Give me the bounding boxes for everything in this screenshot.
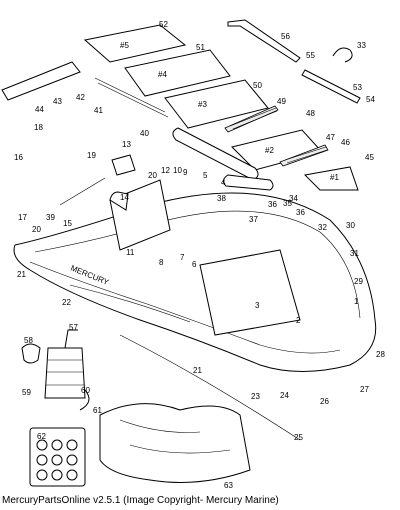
callout-14: 14 bbox=[120, 193, 129, 202]
callout-13: 13 bbox=[122, 140, 131, 149]
callout-50: 50 bbox=[253, 81, 262, 90]
stringer-41[interactable] bbox=[94, 77, 169, 118]
stringer-39[interactable] bbox=[59, 177, 106, 206]
callout-26: 26 bbox=[320, 397, 329, 406]
rail-47[interactable] bbox=[279, 144, 329, 167]
seat-board[interactable] bbox=[1, 61, 81, 101]
callout-27: 27 bbox=[360, 385, 369, 394]
callout-4: 4 bbox=[221, 178, 226, 187]
callout-29: 29 bbox=[354, 277, 363, 286]
callout-17: 17 bbox=[18, 213, 27, 222]
callout-54: 54 bbox=[366, 95, 375, 104]
boat-hull[interactable]: MERCURY bbox=[13, 192, 377, 372]
callout-3: 3 bbox=[255, 301, 260, 310]
callout-18: 18 bbox=[34, 123, 43, 132]
callout-16: 16 bbox=[14, 153, 23, 162]
callout-34: 34 bbox=[289, 194, 298, 203]
callout-47: 47 bbox=[326, 133, 335, 142]
floorboard-label: #1 bbox=[330, 173, 339, 182]
floorboard-label: #5 bbox=[120, 41, 129, 50]
foot-pump[interactable] bbox=[44, 329, 86, 399]
floorboard-1[interactable]: #1 bbox=[303, 166, 359, 191]
callout-49: 49 bbox=[277, 97, 286, 106]
callout-5: 5 bbox=[203, 171, 208, 180]
callout-46: 46 bbox=[341, 138, 350, 147]
callout-60: 60 bbox=[81, 386, 90, 395]
callout-35: 35 bbox=[283, 199, 292, 208]
callout-37: 37 bbox=[249, 215, 258, 224]
callout-11: 11 bbox=[126, 248, 135, 257]
callout-36b: 36 bbox=[296, 208, 305, 217]
image-caption: MercuryPartsOnline v2.5.1 (Image Copyrig… bbox=[2, 495, 279, 506]
rail-49[interactable] bbox=[224, 105, 279, 133]
callout-24: 24 bbox=[280, 391, 289, 400]
floorboard-5[interactable]: #5 bbox=[83, 24, 187, 63]
repair-kit[interactable] bbox=[29, 427, 86, 487]
carry-bag[interactable] bbox=[99, 403, 251, 483]
callout-19: 19 bbox=[87, 151, 96, 160]
callout-20a: 20 bbox=[148, 171, 157, 180]
strake-25[interactable] bbox=[119, 334, 301, 441]
callout-56: 56 bbox=[281, 32, 290, 41]
oar[interactable] bbox=[227, 19, 301, 63]
floorboard-3[interactable]: #3 bbox=[164, 79, 269, 129]
floor-panel[interactable] bbox=[199, 249, 301, 336]
callout-63: 63 bbox=[224, 481, 233, 490]
callout-58: 58 bbox=[24, 336, 33, 345]
callout-10: 10 bbox=[173, 166, 182, 175]
callout-62: 62 bbox=[37, 432, 46, 441]
callout-53: 53 bbox=[353, 83, 362, 92]
valve-58[interactable] bbox=[21, 343, 41, 364]
callout-20b: 20 bbox=[32, 225, 41, 234]
callout-44: 44 bbox=[35, 105, 44, 114]
callout-57: 57 bbox=[69, 323, 78, 332]
callout-59: 59 bbox=[22, 388, 31, 397]
floorboard-label: #4 bbox=[158, 70, 167, 79]
callout-12: 12 bbox=[161, 166, 170, 175]
callout-48: 48 bbox=[306, 109, 315, 118]
rope-33[interactable] bbox=[332, 47, 353, 63]
callout-1: 1 bbox=[354, 297, 359, 306]
callout-39: 39 bbox=[46, 213, 55, 222]
callout-9: 9 bbox=[183, 168, 188, 177]
callout-8: 8 bbox=[159, 258, 164, 267]
callout-31: 31 bbox=[350, 249, 359, 258]
inflatable-boat-exploded-parts-diagram: #5 #4 #3 #2 #1 MERCURY bbox=[1, 19, 385, 490]
floorboard-label: #2 bbox=[265, 146, 274, 155]
callout-22: 22 bbox=[62, 298, 71, 307]
callout-55: 55 bbox=[306, 51, 315, 60]
callout-41: 41 bbox=[94, 106, 103, 115]
callout-43: 43 bbox=[53, 97, 62, 106]
callout-33: 33 bbox=[357, 41, 366, 50]
callout-52: 52 bbox=[159, 20, 168, 29]
callout-40: 40 bbox=[140, 129, 149, 138]
callout-2: 2 bbox=[296, 316, 301, 325]
callout-23: 23 bbox=[251, 392, 260, 401]
callout-45: 45 bbox=[365, 153, 374, 162]
seat-14[interactable] bbox=[109, 191, 129, 211]
floorboard-4[interactable]: #4 bbox=[124, 49, 231, 97]
pump-handle[interactable] bbox=[301, 69, 361, 104]
side-tube-4[interactable] bbox=[222, 174, 274, 191]
handle-13[interactable] bbox=[111, 154, 136, 176]
floorboard-label: #3 bbox=[198, 100, 207, 109]
callout-61: 61 bbox=[93, 406, 102, 415]
callout-6: 6 bbox=[192, 260, 197, 269]
callout-30: 30 bbox=[346, 221, 355, 230]
callout-36a: 36 bbox=[268, 200, 277, 209]
callout-21b: 21 bbox=[193, 366, 202, 375]
callout-42: 42 bbox=[76, 93, 85, 102]
callout-7: 7 bbox=[180, 253, 185, 262]
callout-21a: 21 bbox=[17, 270, 26, 279]
callout-32: 32 bbox=[318, 223, 327, 232]
pump-hose[interactable] bbox=[79, 389, 90, 411]
callout-51: 51 bbox=[196, 43, 205, 52]
callout-28: 28 bbox=[376, 350, 385, 359]
callout-38: 38 bbox=[217, 194, 226, 203]
callout-15: 15 bbox=[63, 219, 72, 228]
callout-25: 25 bbox=[294, 433, 303, 442]
